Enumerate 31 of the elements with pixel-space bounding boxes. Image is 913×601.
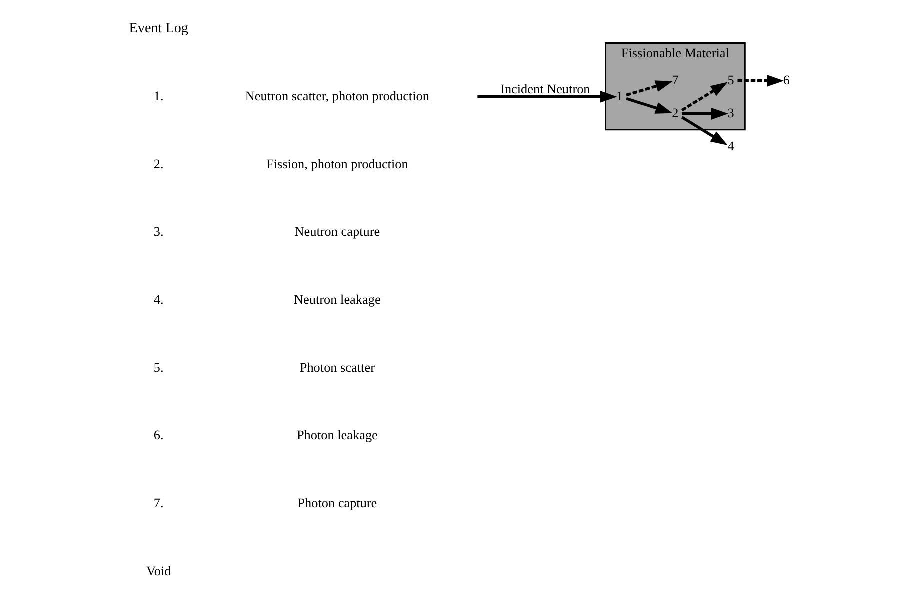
- label: Neutron scatter, photon production: [245, 88, 430, 104]
- node-text: 2: [672, 105, 679, 120]
- label: Neutron capture: [294, 224, 380, 240]
- arrow: [478, 91, 618, 103]
- label: Fission, photon production: [266, 156, 408, 172]
- label: Void: [146, 563, 172, 578]
- label: Photon scatter: [300, 360, 375, 375]
- arrow: [626, 80, 673, 97]
- node-text: 5: [728, 72, 734, 88]
- label: 5.: [154, 360, 164, 375]
- label: Photon capture: [298, 496, 378, 511]
- edge-label: Incident Neutron: [500, 81, 590, 96]
- label: 4.: [154, 292, 164, 307]
- label: Event Log: [129, 20, 188, 36]
- arrow: [682, 108, 728, 120]
- label: 6.: [154, 428, 164, 443]
- arrow: [626, 97, 673, 114]
- node-text: 1: [616, 88, 624, 104]
- label: 1.: [154, 88, 164, 104]
- label: Neutron leakage: [294, 292, 381, 307]
- node-text: 6: [783, 72, 790, 88]
- arrow: [681, 116, 728, 146]
- label: 3.: [154, 224, 164, 240]
- arrow: [738, 75, 784, 87]
- node-text: 4: [728, 138, 734, 154]
- node-text: 3: [728, 105, 734, 120]
- node-text: 7: [672, 72, 679, 88]
- label: 2.: [154, 156, 164, 172]
- arrow: [681, 82, 728, 112]
- label: 7.: [154, 496, 164, 511]
- label: Photon leakage: [296, 428, 378, 443]
